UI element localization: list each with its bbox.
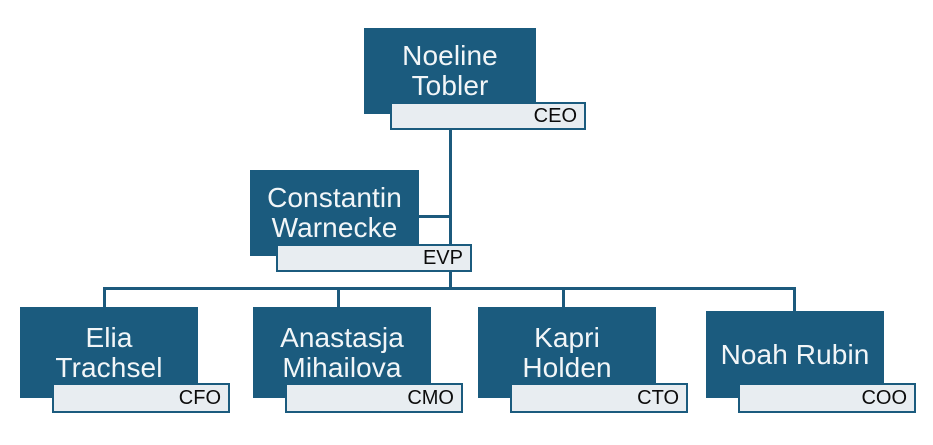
org-node-evp-name: Constantin Warnecke	[267, 182, 402, 243]
org-node-cfo-title: CFO	[178, 387, 221, 409]
org-node-cfo-badge: CFO	[52, 383, 230, 413]
org-node-cmo-box: Anastasja Mihailova	[253, 307, 431, 398]
connector-drop-coo	[793, 287, 796, 313]
org-node-cmo-title: CMO	[407, 387, 454, 409]
org-node-evp-title: EVP	[422, 247, 463, 269]
connector-sibling-bar	[103, 287, 796, 290]
org-node-cmo-name: Anastasja Mihailova	[280, 321, 404, 383]
org-node-cfo-name: Elia Trachsel	[55, 321, 163, 383]
connector-drop-cmo	[337, 287, 340, 309]
org-node-cto-name: Kapri Holden	[522, 321, 612, 383]
org-node-cmo-badge: CMO	[285, 383, 463, 413]
org-node-ceo-name: Noeline Tobler	[402, 40, 498, 101]
connector-evp-stub	[418, 215, 451, 218]
org-node-cto-box: Kapri Holden	[478, 307, 656, 398]
org-node-evp-box: Constantin Warnecke	[250, 170, 419, 256]
org-node-ceo-badge: CEO	[390, 102, 586, 130]
org-node-coo-title: COO	[861, 387, 907, 409]
org-node-ceo-title: CEO	[533, 105, 577, 127]
org-node-ceo-box: Noeline Tobler	[364, 28, 536, 114]
org-node-cfo-box: Elia Trachsel	[20, 307, 198, 398]
org-node-cto-title: CTO	[637, 387, 679, 409]
connector-ceo-trunk	[449, 118, 452, 289]
org-node-coo-badge: COO	[738, 383, 916, 413]
org-node-cto-badge: CTO	[510, 383, 688, 413]
connector-drop-cfo	[103, 287, 106, 309]
org-node-coo-name: Noah Rubin	[720, 338, 870, 370]
org-node-evp-badge: EVP	[276, 244, 472, 272]
connector-drop-cto	[562, 287, 565, 309]
